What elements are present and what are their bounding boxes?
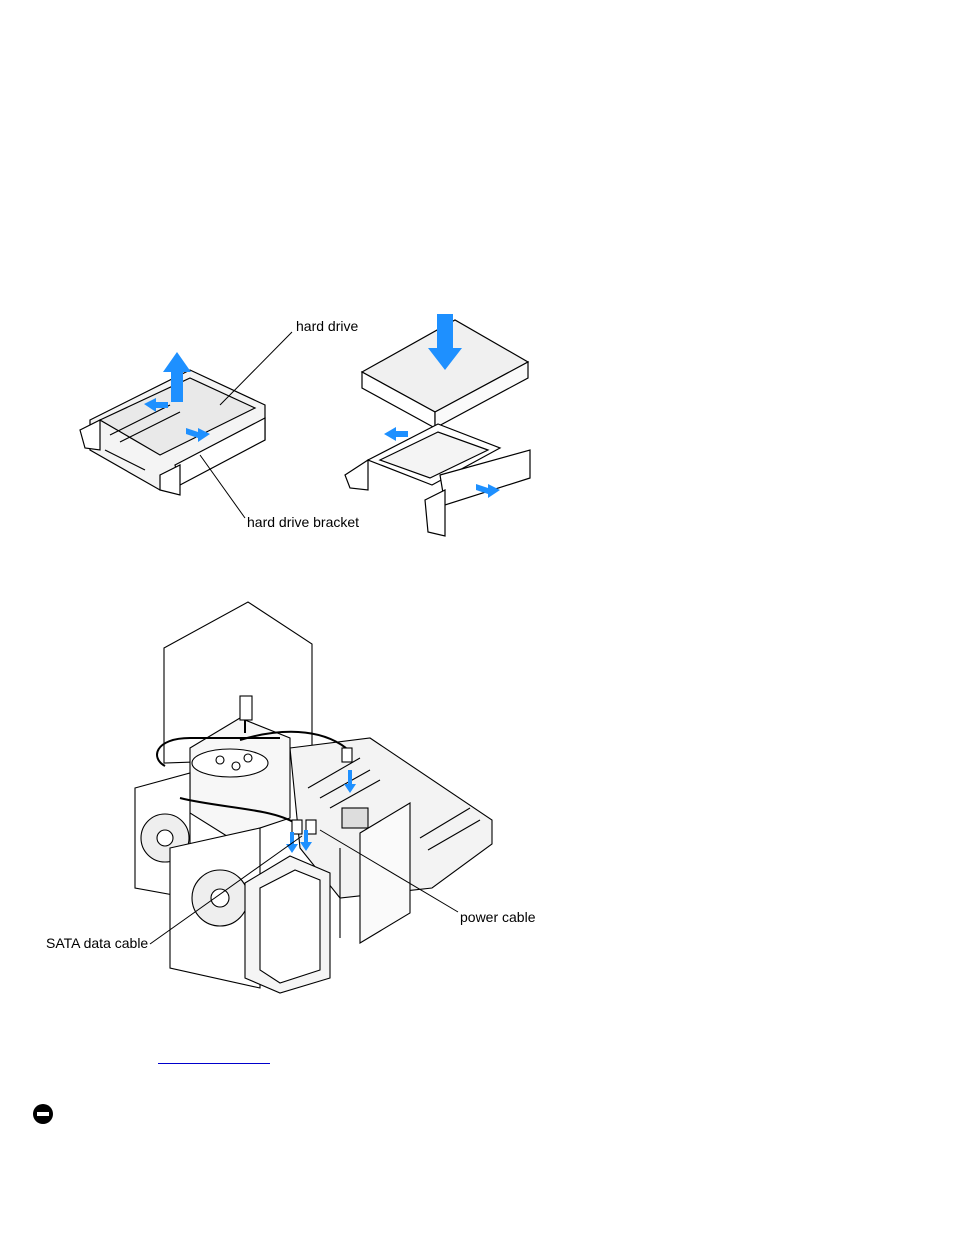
hyperlink[interactable] bbox=[158, 1047, 270, 1064]
label-hard-drive: hard drive bbox=[296, 318, 358, 334]
right-bracket-illustration bbox=[345, 424, 530, 536]
bracket-arrow-left-icon bbox=[384, 427, 408, 441]
figure-hard-drive-bracket: hard drive hard drive bracket bbox=[60, 300, 560, 550]
figure-cable-connection: power cable SATA data cable bbox=[40, 598, 560, 998]
label-power-cable: power cable bbox=[460, 909, 536, 925]
label-sata-data-cable: SATA data cable bbox=[46, 935, 148, 951]
label-hard-drive-bracket: hard drive bracket bbox=[247, 514, 359, 530]
notice-icon bbox=[32, 1103, 54, 1125]
chassis-illustration bbox=[135, 602, 492, 993]
